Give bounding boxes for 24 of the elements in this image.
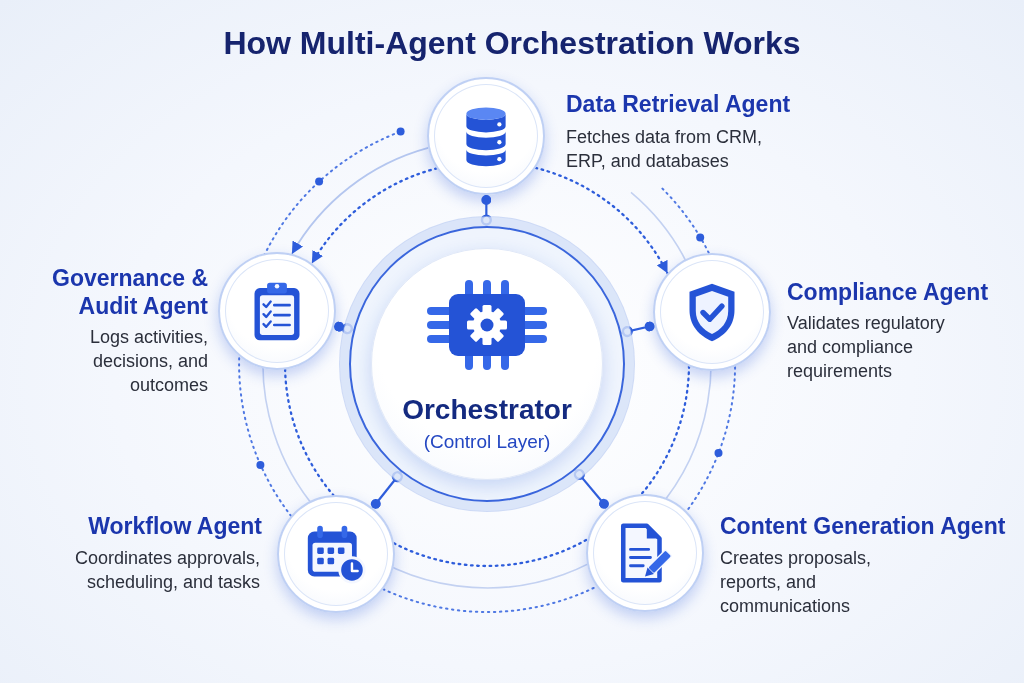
agent-heading: Workflow Agent [87,512,262,540]
agent-heading: Governance & Audit Agent [51,264,208,320]
diagram-title: How Multi-Agent Orchestration Works [223,24,801,63]
dotted-arc [640,365,691,496]
agent-description: Logs activities, decisions, and outcomes [88,326,208,397]
agent-heading: Data Retrieval Agent [566,90,792,118]
dotted-arrow [534,166,669,275]
connector-line [333,321,354,335]
agent-description: Creates proposals, reports, and communications [720,547,873,618]
agent-heading: Content Generation Agent [720,512,1007,540]
dotted-arc [283,368,335,497]
agent-description: Coordinates approvals, scheduling, and tasks [73,547,260,594]
connector-line [621,321,655,338]
hub-subtitle: (Control Layer) [423,430,551,454]
connector-line [573,468,609,509]
connector-line [480,195,492,226]
connector-line [370,471,403,509]
dotted-arrow [310,167,438,265]
curved-arrow [291,147,430,255]
hub-title: Orchestrator [402,394,572,426]
dotted-arc [392,537,589,568]
agent-description: Validates regulatory and compliance requirements [787,312,946,383]
agent-heading: Compliance Agent [787,278,990,306]
agent-description: Fetches data from CRM, ERP, and databases [566,126,764,173]
